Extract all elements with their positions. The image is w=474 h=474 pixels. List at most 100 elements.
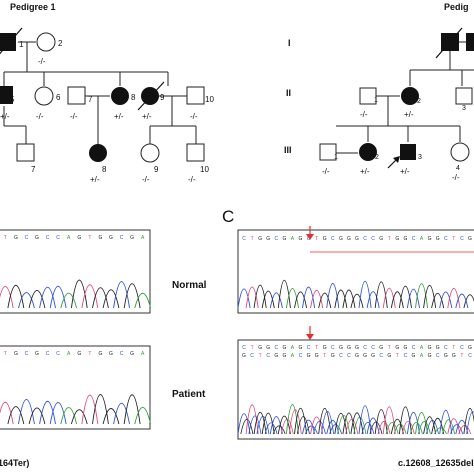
c-patient-base-4: C xyxy=(274,345,278,351)
c-normal-peak-17 xyxy=(374,281,388,309)
b-patient-peak-13 xyxy=(134,406,152,425)
c-normal-base-23: G xyxy=(428,236,432,242)
b-patient-base-6: A xyxy=(67,351,71,357)
c-normal-base-21: C xyxy=(412,236,416,242)
c-normal-peak-15 xyxy=(358,281,372,309)
c-normal-base-16: C xyxy=(371,236,375,242)
generation-label-III: III xyxy=(284,145,292,155)
c-patient-2-base-28: C xyxy=(468,353,472,359)
b-normal-peak-12 xyxy=(123,283,141,309)
c-normal-base-12: G xyxy=(339,236,343,242)
c-patient-overlap-peak-13 xyxy=(345,419,359,435)
c-patient-base-8: C xyxy=(307,345,311,351)
p1-III-7: 7 xyxy=(16,143,36,174)
p1-I-2: 2 -/- xyxy=(36,32,63,66)
c-patient-2-base-20: C xyxy=(404,353,408,359)
b-patient-base-7: G xyxy=(77,351,81,357)
c-patient-2-base-10: T xyxy=(323,353,326,359)
c-patient-peak-5 xyxy=(277,415,291,435)
p1-I-2-genotype: -/- xyxy=(38,57,46,66)
b-normal-base-2: C xyxy=(25,235,29,241)
c-patient-peak-19 xyxy=(390,418,404,435)
c-normal-peak-4 xyxy=(269,292,283,309)
c-patient-base-25: C xyxy=(444,345,448,351)
panel-c-label: C xyxy=(222,207,234,226)
c-patient-overlap-peak-6 xyxy=(288,409,302,435)
b-normal-peak-5 xyxy=(49,285,67,309)
c-normal-peak-16 xyxy=(366,291,380,309)
c-normal-base-17: G xyxy=(379,236,383,242)
p1-I-2-id: 2 xyxy=(58,39,63,48)
trace-patient xyxy=(0,394,152,425)
c-patient-overlap-peak-15 xyxy=(361,421,375,435)
b-normal-peak-13 xyxy=(134,292,152,309)
p2-III-3-id: 3 xyxy=(418,154,422,161)
pedigree-2: Pedig I II III 1 -/- xyxy=(284,2,474,182)
b-patient-base-4: C xyxy=(46,351,50,357)
c-patient-base-22: A xyxy=(420,345,424,351)
c-patient-2-base-2: T xyxy=(259,353,262,359)
c-patient-peak-26 xyxy=(447,418,461,435)
b-normal-peak-9 xyxy=(92,287,109,309)
p1-II-10-id: 10 xyxy=(205,95,214,104)
c-normal-peak-1 xyxy=(245,286,259,309)
c-normal-base-4: C xyxy=(274,236,278,242)
p1-II-7-genotype: -/- xyxy=(70,112,78,121)
c-patient-overlap-peak-9 xyxy=(313,420,326,435)
pedigree-1-lines xyxy=(3,41,197,144)
c-normal-peak-6 xyxy=(285,288,299,309)
p1-II-6: 6 -/- xyxy=(34,86,61,121)
c-patient-base-12: G xyxy=(339,345,343,351)
c-patient-peak-25 xyxy=(439,410,453,435)
c-patient-2-base-3: C xyxy=(266,353,270,359)
b-normal-base-3: G xyxy=(35,235,39,241)
c-patient-overlap-peak-11 xyxy=(329,424,343,435)
c-normal-base-10: G xyxy=(323,236,327,242)
b-normal-base-9: G xyxy=(98,235,102,241)
c-patient-base-11: C xyxy=(331,345,335,351)
c-patient-peak-28 xyxy=(463,408,474,435)
c-normal-base-3: G xyxy=(266,236,270,242)
c-normal-peak-27 xyxy=(455,293,469,309)
c-patient-2-base-6: A xyxy=(291,353,295,359)
p2-III-4-genotype: -/- xyxy=(452,173,460,182)
c-patient-overlap-peak-1 xyxy=(248,415,262,435)
trace-normal xyxy=(0,279,152,309)
b-normal-peak-11 xyxy=(113,281,130,309)
b-patient-peak-10 xyxy=(102,408,120,425)
c-patient-overlap-peak-21 xyxy=(409,421,423,435)
c-normal-peak-21 xyxy=(406,288,420,309)
c-patient-2-base-15: G xyxy=(363,353,367,359)
c-patient-2-base-5: G xyxy=(282,353,286,359)
p1-III-9: 9 -/- xyxy=(140,143,160,184)
c-patient-2-base-8: G xyxy=(307,353,311,359)
c-trace-patient xyxy=(237,404,474,435)
c-patient-base-5: G xyxy=(282,345,286,351)
p2-III-3-genotype: +/- xyxy=(400,167,410,176)
b-patient-peak-2 xyxy=(18,399,35,425)
c-patient-2-base-13: C xyxy=(347,353,351,359)
p1-III-8-genotype: +/- xyxy=(90,175,100,184)
p2-II-2-id: 2 xyxy=(417,98,421,105)
c-normal-base-25: C xyxy=(444,236,448,242)
c-normal-peak-23 xyxy=(423,285,437,309)
b-normal-base-4: C xyxy=(46,235,50,241)
p2-III-2-id: 2 xyxy=(375,154,379,161)
c-trace-normal xyxy=(237,280,474,309)
p1-II-10: 10 -/- xyxy=(186,86,214,121)
c-patient-2-base-27: T xyxy=(460,353,463,359)
c-patient-base-9: T xyxy=(315,345,318,351)
c-normal-base-11: C xyxy=(331,236,335,242)
chromatogram-normal-frame xyxy=(0,229,151,314)
b-normal-base-13: A xyxy=(141,235,145,241)
p1-II-8-id: 8 xyxy=(131,93,136,102)
b-normal-peak-2 xyxy=(18,292,35,309)
c-normal-peak-24 xyxy=(431,292,445,309)
c-normal-peak-12 xyxy=(334,289,348,309)
c-patient-base-3: G xyxy=(266,345,270,351)
c-patient-overlap-peak-3 xyxy=(264,422,278,435)
c-patient-base-16: C xyxy=(371,345,375,351)
